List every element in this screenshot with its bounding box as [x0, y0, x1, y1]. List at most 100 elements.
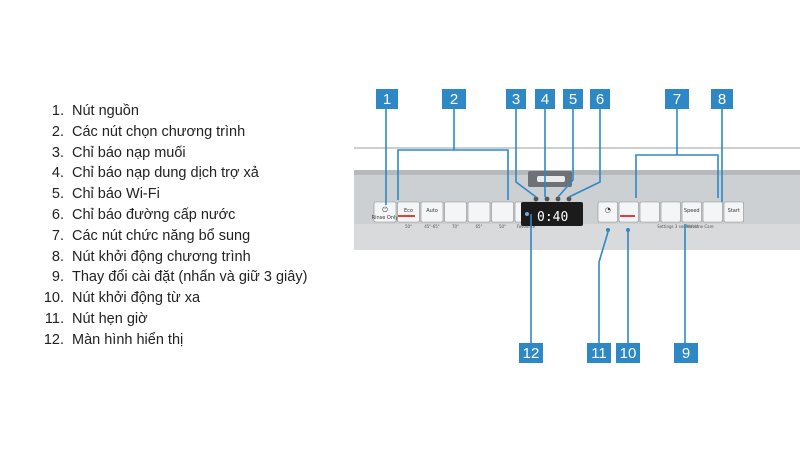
callout-4: 4: [535, 89, 555, 109]
display-screen: 0:40: [521, 196, 583, 226]
legend-item: 3.Chỉ báo nạp muối: [40, 143, 307, 164]
legend-item: 8. Nút khởi động chương trình: [40, 247, 307, 268]
extra-function-button-1[interactable]: [639, 201, 660, 223]
legend-item-number: 4.: [51, 165, 64, 182]
callout-3: 3: [506, 89, 526, 109]
door-handle: [528, 171, 572, 187]
legend-item-number: 12.: [43, 331, 64, 348]
callout-10: 10: [616, 343, 640, 363]
button-face: [420, 201, 444, 223]
callout-number: 3: [512, 91, 520, 108]
display-time: 0:40: [537, 210, 568, 225]
legend-item-number: 10.: [43, 290, 64, 307]
legend-item: 12. Màn hình hiển thị: [40, 330, 307, 351]
button-face: [373, 201, 397, 223]
button-sublabel: 65°: [475, 224, 482, 229]
callout-box: [519, 343, 543, 363]
extra-function-button-2[interactable]: [660, 201, 681, 223]
eco-active-indicator: [398, 215, 415, 217]
legend-item-number: 3.: [51, 144, 64, 161]
callout-number: 7: [673, 91, 681, 108]
callout-9: 9: [674, 343, 698, 363]
start-button[interactable]: Start: [723, 201, 744, 223]
leader-3: [515, 108, 537, 198]
button-face: [467, 201, 491, 223]
legend-item-text: Nút khởi động chương trình: [72, 248, 251, 265]
timer-button[interactable]: ◔: [597, 201, 618, 223]
power-button[interactable]: ⏻Rinse Only: [372, 201, 399, 223]
button-sublabel: Perfect: [685, 224, 699, 229]
callout-box: [563, 89, 583, 109]
legend-item: 1. Nút nguồn: [40, 101, 307, 122]
callout-box: [442, 89, 466, 109]
salt-indicator: [533, 196, 539, 202]
remote-active-indicator: [620, 215, 635, 217]
legend-item-number: 1.: [51, 103, 64, 119]
glass-program-button[interactable]: 50°: [491, 201, 514, 229]
legend-item: 2.Các nút chọn chương trình: [40, 122, 307, 143]
callout-2: 2: [442, 89, 466, 109]
button-sublabel: Favourite: [517, 224, 536, 229]
display-bezel: [521, 202, 583, 226]
callout-number: 9: [682, 345, 690, 362]
leader-11: [598, 231, 609, 343]
button-face: [618, 201, 639, 223]
legend-item-text: Nút nguồn: [72, 103, 139, 119]
display-status-dot: [525, 212, 529, 216]
legend-item: 9.Thay đổi cài đặt (nhấn và giữ 3 giây): [40, 267, 308, 288]
auto-program-button[interactable]: Auto 45°-65°: [420, 201, 444, 229]
button-face: [723, 201, 744, 223]
callout-box: [376, 89, 398, 109]
legend-item: 5.Chỉ báo Wi-Fi: [40, 184, 307, 205]
legend-item: 6.Chỉ báo đường cấp nước: [40, 205, 307, 226]
panel-lower-strip: [354, 224, 800, 250]
button-icon: ⏻: [382, 206, 388, 214]
leader-6: [568, 108, 601, 198]
wifi-indicator: [555, 196, 561, 202]
legend-item-text: Chỉ báo đường cấp nước: [72, 206, 236, 223]
leader-5: [557, 108, 574, 198]
legend-item: 10.Nút khởi động từ xa: [40, 288, 307, 309]
button-sublabel: 45°-65°: [424, 224, 440, 229]
callout-1: 1: [376, 89, 398, 109]
button-label: Rinse Only: [372, 215, 399, 221]
button-label: Auto: [426, 208, 438, 214]
function-sublabel: Machine Care: [686, 224, 714, 229]
water-supply-indicator: [566, 196, 572, 202]
quick-program-button[interactable]: 65°: [467, 201, 491, 229]
legend-item-text: Chỉ báo nạp dung dịch trợ xả: [72, 165, 259, 182]
callout-box: [535, 89, 555, 109]
callout-number: 12: [523, 345, 540, 362]
callout-11: 11: [587, 343, 611, 363]
legend-item-text: Nút hẹn giờ: [72, 310, 148, 327]
rinse-aid-indicator: [544, 196, 550, 202]
button-icon: ◔: [605, 206, 611, 214]
callout-number: 5: [569, 91, 577, 108]
panel-top-edge: [354, 170, 800, 175]
legend-item-text: Các nút chọn chương trình: [72, 123, 246, 140]
legend-item: 7.Các nút chức năng bổ sung: [40, 226, 307, 247]
button-sublabel: 70°: [452, 224, 459, 229]
intensive-program-button[interactable]: 70°: [444, 201, 467, 229]
extra-function-button-3[interactable]: [702, 201, 723, 223]
callout-number: 1: [383, 91, 391, 108]
leader-7-bracket: [635, 154, 719, 198]
leader-lines: [385, 108, 723, 343]
legend-item-number: 7.: [51, 227, 64, 244]
callout-number: 11: [591, 345, 607, 362]
remote-start-button[interactable]: [618, 201, 639, 223]
button-sublabel: 50°: [405, 224, 412, 229]
button-face: [660, 201, 681, 223]
legend-item: 11.Nút hẹn giờ: [40, 309, 307, 330]
button-face: [681, 201, 702, 223]
control-panel: [354, 147, 800, 250]
callout-number: 10: [620, 345, 637, 362]
callout-number: 4: [541, 91, 549, 108]
legend-item-text: Màn hình hiển thị: [72, 331, 184, 348]
legend-item-number: 8.: [51, 248, 64, 265]
function-sublabel: Settings 3 sec.: [657, 224, 687, 229]
